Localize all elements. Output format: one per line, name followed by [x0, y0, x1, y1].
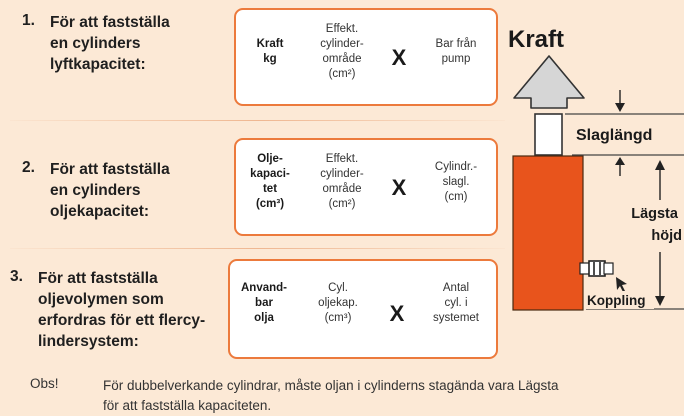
multiply-operator-3: X: [389, 301, 405, 326]
note-text: För dubbelverkande cylindrar, måste olja…: [103, 378, 559, 413]
formula-box-2: Olje- kapaci- tet (cm³) Effekt. cylinder…: [234, 138, 498, 236]
multiply-operator-1: X: [391, 45, 407, 70]
pointer-arrow-icon: [616, 277, 627, 292]
force-arrow-icon: [513, 55, 585, 109]
formula-3-factor2: Antal cyl. i systemet: [432, 282, 479, 324]
note-label: Obs!: [30, 376, 59, 391]
formula-2-factor2: Cylindr.- slagl. (cm): [434, 161, 478, 203]
min-height-label: Lägsta höjd: [631, 206, 682, 244]
stroke-label: Slaglängd: [576, 127, 652, 144]
stroke-label-background: [574, 118, 678, 146]
formula-3-result: Anvand- bar olja: [241, 282, 287, 324]
piston-rod: [534, 113, 563, 156]
cylinder-body: [512, 155, 584, 311]
formula-box-3: Anvand- bar olja Cyl. oljekap. (cm³) X A…: [228, 259, 498, 359]
step-3-number: 3.: [10, 268, 23, 285]
coupler-label: Koppling: [587, 293, 645, 308]
min-height-arrow-up-icon: [655, 160, 665, 170]
coupler-icon: [588, 260, 606, 277]
formula-1-factor1: Effekt. cylinder- område (cm²): [320, 23, 364, 80]
cylinder-diagram: Kraft Slaglängd Lägsta höjd Koppling: [508, 26, 684, 311]
multiply-operator-2: X: [391, 175, 407, 200]
coupler-label-background: [586, 291, 654, 309]
stroke-arrow-down-icon: [615, 103, 625, 112]
step-1-text: För att fastställa en cylinders lyftkapa…: [50, 14, 170, 73]
step-2-text: För att fastställa en cylinders oljekapa…: [50, 161, 170, 220]
step-1-number: 1.: [22, 12, 35, 29]
step-2-number: 2.: [22, 159, 35, 176]
force-label: Kraft: [508, 26, 564, 53]
formula-2-factor1: Effekt. cylinder- område (cm²): [320, 153, 364, 210]
step-3-text: För att fastställa oljevolymen som erfor…: [38, 270, 206, 350]
min-height-arrow-down-icon: [655, 296, 665, 306]
section-divider: [10, 120, 505, 121]
formula-1-result: Kraft kg: [256, 38, 284, 65]
stroke-arrow-up-icon: [615, 157, 625, 165]
section-divider: [10, 248, 505, 249]
formula-box-1: Kraft kg Effekt. cylinder- område (cm²) …: [234, 8, 498, 106]
formula-3-factor1: Cyl. oljekap. (cm³): [318, 282, 358, 324]
formula-1-factor2: Bar från pump: [435, 38, 477, 65]
formula-2-result: Olje- kapaci- tet (cm³): [250, 153, 290, 210]
